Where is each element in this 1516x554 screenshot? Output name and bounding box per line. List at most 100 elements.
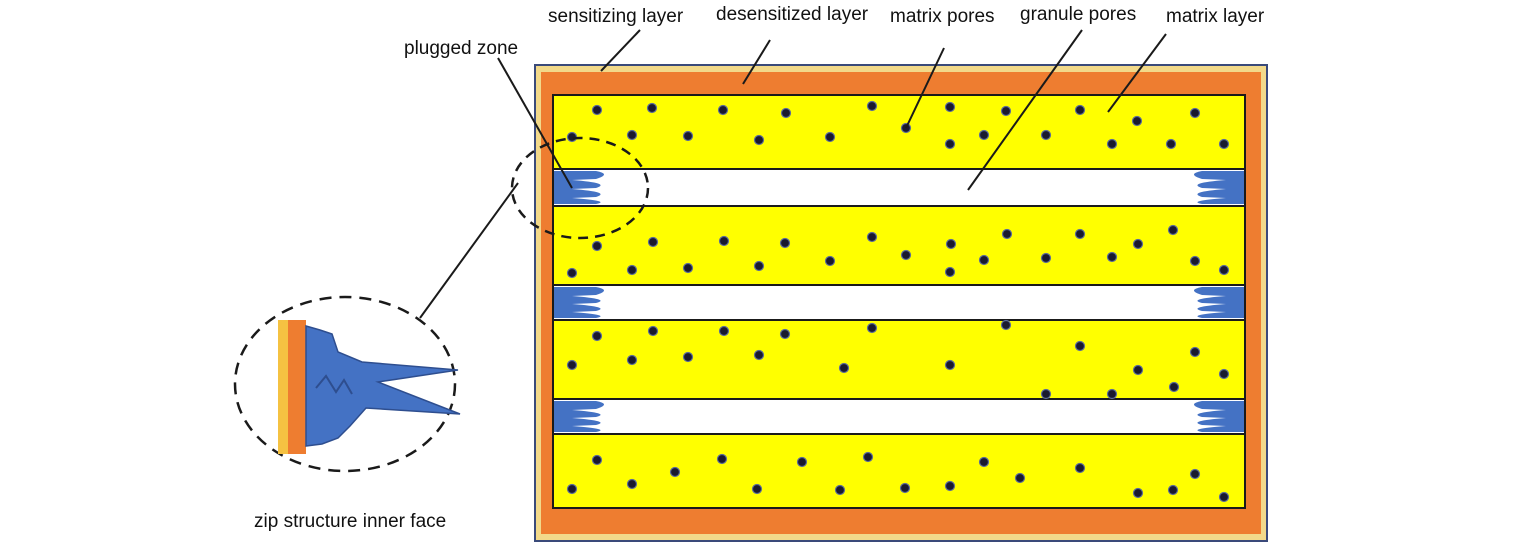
matrix-pore-dot [1218, 491, 1230, 503]
label-granule-pores: granule pores [1020, 4, 1136, 25]
matrix-pore-dot [1189, 255, 1201, 267]
matrix-pore-dot [682, 130, 694, 142]
matrix-pore-dot [780, 107, 792, 119]
matrix-pore-dot [591, 104, 603, 116]
matrix-pore-dot [944, 480, 956, 492]
matrix-pore-dot [944, 101, 956, 113]
matrix-pore-dot [862, 451, 874, 463]
matrix-pore-dot [1189, 468, 1201, 480]
matrix-pore-dot [1106, 138, 1118, 150]
plug-left-3 [554, 401, 604, 432]
matrix-pore-dot [1189, 346, 1201, 358]
matrix-pore-dot [1132, 364, 1144, 376]
plug-right-2 [1194, 287, 1244, 318]
matrix-pore-dot [1218, 368, 1230, 380]
zip-structure-circle [233, 295, 457, 473]
matrix-pore-dot [1074, 340, 1086, 352]
leader-plugged-zone [497, 57, 573, 189]
matrix-pore-dot [866, 322, 878, 334]
matrix-pore-dot [1218, 264, 1230, 276]
matrix-pore-dot [716, 453, 728, 465]
matrix-pore-dot [1074, 104, 1086, 116]
matrix-pore-dot [824, 255, 836, 267]
label-sensitizing-layer: sensitizing layer [548, 6, 684, 27]
matrix-pore-dot [566, 359, 578, 371]
plug-right-1 [1194, 171, 1244, 204]
label-zip-structure: zip structure inner face [254, 511, 446, 532]
matrix-pore-dot [626, 354, 638, 366]
matrix-pore-dot [717, 104, 729, 116]
leader-matrix-layer [1107, 33, 1167, 113]
matrix-pore-dot [945, 238, 957, 250]
granule-pore-3 [552, 398, 1246, 435]
leader-matrix-pores [905, 47, 945, 129]
matrix-pore-dot [753, 349, 765, 361]
matrix-pore-dot [682, 262, 694, 274]
matrix-pore-dot [838, 362, 850, 374]
granule-pore-2 [552, 284, 1246, 321]
matrix-pore-dot [1040, 388, 1052, 400]
matrix-pore-dot [779, 237, 791, 249]
matrix-pore-dot [944, 266, 956, 278]
matrix-band-4 [552, 433, 1246, 509]
matrix-pore-dot [1131, 115, 1143, 127]
matrix-pore-dot [1074, 228, 1086, 240]
matrix-pore-dot [1000, 105, 1012, 117]
label-matrix-layer: matrix layer [1166, 6, 1265, 27]
zoom-connector-line [419, 182, 519, 319]
matrix-pore-dot [669, 466, 681, 478]
matrix-pore-dot [753, 260, 765, 272]
matrix-pore-dot [978, 456, 990, 468]
matrix-pore-dot [1106, 388, 1118, 400]
granule-pore-1 [552, 168, 1246, 207]
label-plugged-zone: plugged zone [404, 38, 518, 59]
matrix-pore-dot [866, 231, 878, 243]
label-desensitized-layer: desensitized layer [716, 4, 869, 25]
matrix-band-3 [552, 319, 1246, 400]
plug-right-3 [1194, 401, 1244, 432]
matrix-pore-dot [718, 325, 730, 337]
leader-sensitizing [600, 29, 641, 72]
matrix-pore-dot [647, 325, 659, 337]
matrix-pore-dot [1189, 107, 1201, 119]
matrix-pore-dot [1040, 129, 1052, 141]
leader-desensitized [742, 39, 771, 85]
zip-structure-detail [278, 320, 461, 454]
matrix-pore-dot [591, 240, 603, 252]
matrix-pore-dot [1218, 138, 1230, 150]
matrix-pore-dot [626, 264, 638, 276]
matrix-pore-dot [1040, 252, 1052, 264]
matrix-pore-dot [1001, 228, 1013, 240]
matrix-pore-dot [682, 351, 694, 363]
matrix-pore-dot [1165, 138, 1177, 150]
matrix-pore-dot [1168, 381, 1180, 393]
matrix-pore-dot [1167, 484, 1179, 496]
matrix-pore-dot [779, 328, 791, 340]
matrix-pore-dots [566, 100, 1230, 503]
matrix-pore-dot [834, 484, 846, 496]
matrix-pore-dot [591, 454, 603, 466]
matrix-pore-dot [978, 129, 990, 141]
matrix-pore-dot [899, 482, 911, 494]
matrix-pore-dot [796, 456, 808, 468]
matrix-pore-dot [718, 235, 730, 247]
matrix-pore-dot [978, 254, 990, 266]
leader-granule-pores [967, 29, 1083, 191]
matrix-pore-dot [1000, 319, 1012, 331]
plug-left-2 [554, 287, 604, 318]
matrix-pore-dot [753, 134, 765, 146]
label-matrix-pores: matrix pores [890, 6, 995, 27]
plugged-zone-circle [510, 136, 650, 240]
matrix-pore-dot [1167, 224, 1179, 236]
matrix-pore-dot [900, 249, 912, 261]
matrix-pore-dot [824, 131, 836, 143]
matrix-band-1 [552, 94, 1246, 170]
matrix-pore-dot [944, 138, 956, 150]
matrix-pore-dot [626, 478, 638, 490]
matrix-pore-dot [1106, 251, 1118, 263]
matrix-pore-dot [591, 330, 603, 342]
matrix-pore-dot [1132, 487, 1144, 499]
matrix-pore-dot [1132, 238, 1144, 250]
matrix-pore-dot [944, 359, 956, 371]
